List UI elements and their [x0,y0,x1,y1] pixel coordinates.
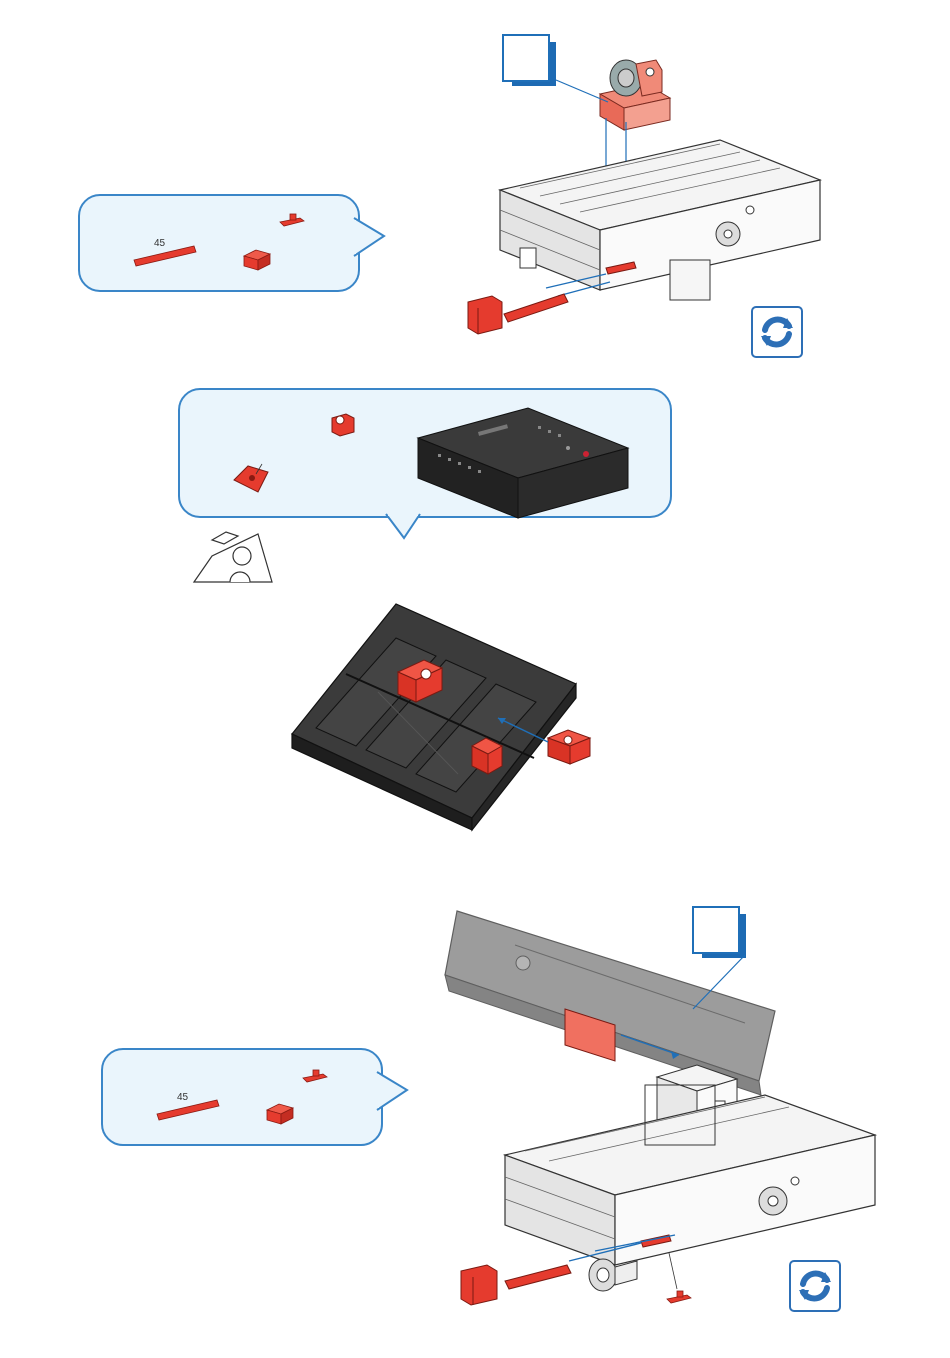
connector-piece-small-3 [303,1070,327,1082]
rotate-icon [791,1262,839,1310]
building-block-1 [244,250,270,270]
motor-mount-part [600,60,670,130]
chassis-frame [500,140,820,300]
connector-piece-loose-3 [667,1253,691,1303]
controller-with-clips [286,598,626,838]
red-rod-assembly-3 [461,1265,571,1305]
rotate-view-button-3[interactable] [789,1260,841,1312]
pulley-wheel [589,1259,637,1291]
parts-illustration-3: 45 [101,1048,381,1144]
bubble-tail-3 [375,1070,415,1110]
rod-length-label-1: 45 [154,238,166,249]
chassis-frame-3 [505,1085,875,1265]
bubble-tail-2 [386,512,426,542]
rotate-view-button-1[interactable] [751,306,803,358]
axle-rod-45-3 [157,1100,219,1120]
red-clip-side [472,738,502,774]
controller-board [418,408,628,518]
red-rod-assembly-1 [468,294,568,334]
parts-illustration-1: 45 [78,194,358,290]
connector-piece-clip [332,414,354,436]
parts-illustration-2 [178,388,668,514]
angle-block-outline [192,526,282,586]
building-block-3 [267,1104,293,1124]
rotate-icon [753,308,801,356]
angle-block-part [234,464,268,492]
red-clip-loose [548,730,590,764]
axle-rod-45-1 [134,246,196,266]
rod-length-label-3: 45 [177,1092,189,1103]
controller-board-translucent [445,911,775,1095]
bubble-tail-1 [352,216,392,256]
controller-board-large [292,604,576,830]
connector-piece-small-1 [280,214,304,226]
assembly-step-1 [460,50,840,350]
